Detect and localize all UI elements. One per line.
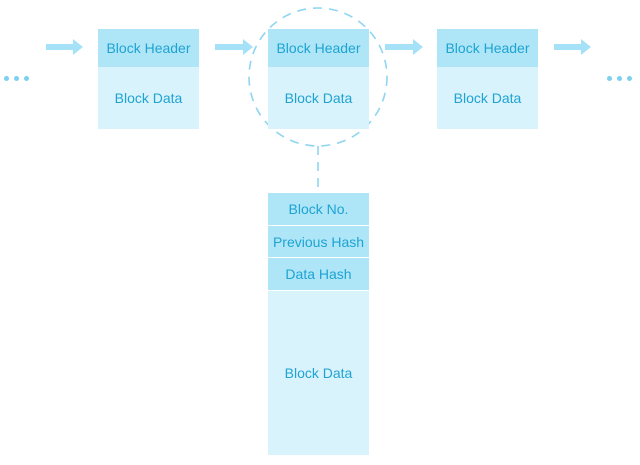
block-header: Block Header — [98, 29, 199, 67]
block-1: Block Header Block Data — [98, 29, 199, 129]
dot — [617, 76, 622, 81]
dot — [627, 76, 632, 81]
detail-block-number: Block No. — [268, 193, 369, 226]
dot — [14, 76, 19, 81]
detail-data-hash: Data Hash — [268, 258, 369, 291]
block-header: Block Header — [268, 29, 369, 67]
dot — [607, 76, 612, 81]
ellipsis-left — [4, 76, 29, 81]
zoom-circle — [248, 7, 388, 147]
dot — [24, 76, 29, 81]
arrow-3 — [385, 39, 423, 55]
arrow-1 — [46, 39, 83, 55]
detail-previous-hash: Previous Hash — [268, 226, 369, 258]
arrow-4 — [554, 39, 591, 55]
block-2: Block Header Block Data — [268, 29, 369, 129]
block-header: Block Header — [437, 29, 538, 67]
arrow-2 — [215, 39, 253, 55]
ellipsis-right — [607, 76, 632, 81]
block-data: Block Data — [98, 67, 199, 129]
block-3: Block Header Block Data — [437, 29, 538, 129]
detail-block-data: Block Data — [268, 291, 369, 455]
block-data: Block Data — [437, 67, 538, 129]
block-data: Block Data — [268, 67, 369, 129]
dot — [4, 76, 9, 81]
block-detail: Block No. Previous Hash Data Hash Block … — [268, 193, 369, 455]
